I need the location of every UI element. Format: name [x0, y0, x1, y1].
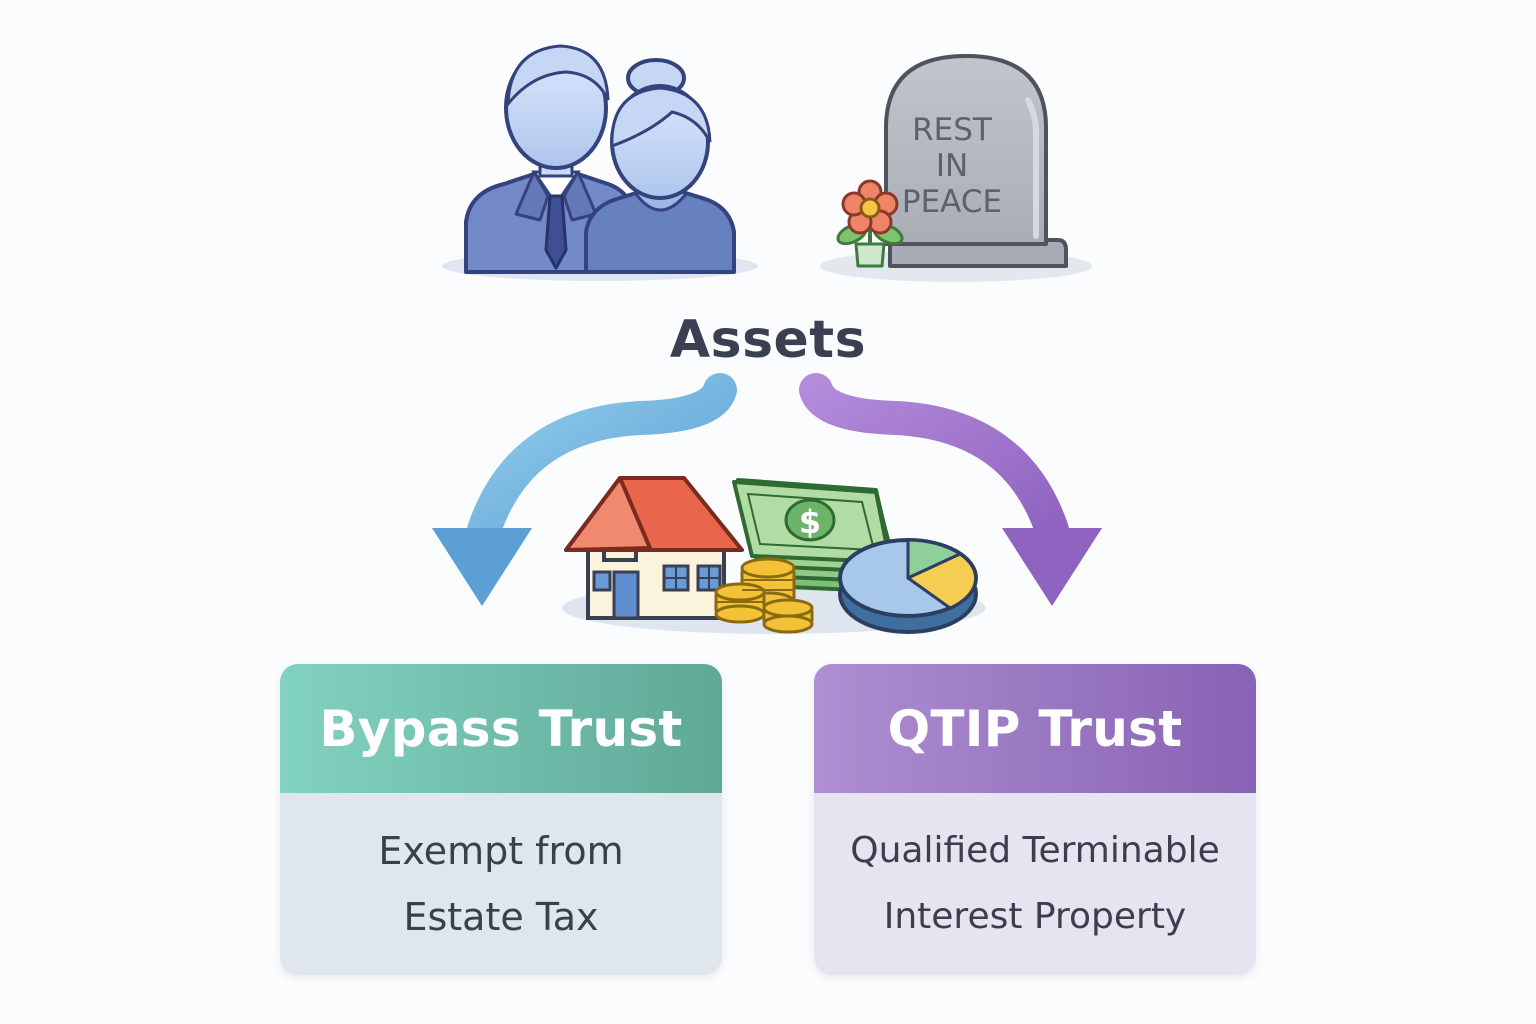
- headstone-line-1: REST: [912, 112, 993, 148]
- qtip-trust-title: QTIP Trust: [887, 699, 1183, 758]
- qtip-trust-line-2: Interest Property: [883, 896, 1187, 937]
- bypass-trust-body: Exempt from Estate Tax: [280, 793, 722, 975]
- pie-chart-icon: [838, 538, 978, 634]
- assets-title: Assets: [669, 310, 867, 370]
- qtip-trust-line-1: Qualified Terminable: [850, 830, 1220, 871]
- house-icon: [564, 476, 744, 620]
- headstone-line-3: PEACE: [902, 184, 1002, 220]
- coins-icon: [714, 557, 814, 634]
- bypass-trust-header: Bypass Trust: [280, 664, 722, 793]
- arrow-left-icon: [432, 373, 737, 606]
- couple-icon: [442, 44, 758, 281]
- cash-symbol: $: [799, 503, 821, 541]
- qtip-trust-header: QTIP Trust: [814, 664, 1256, 793]
- arrow-right-icon: [799, 373, 1102, 606]
- bypass-trust-title: Bypass Trust: [319, 699, 683, 758]
- bypass-trust-line-1: Exempt from: [378, 829, 624, 873]
- qtip-trust-card: QTIP Trust Qualified Terminable Interest…: [814, 664, 1256, 975]
- bypass-trust-line-2: Estate Tax: [403, 895, 599, 939]
- flower-icon: [836, 179, 904, 268]
- headstone-line-2: IN: [936, 148, 968, 184]
- qtip-trust-body: Qualified Terminable Interest Property: [814, 793, 1256, 975]
- bypass-trust-card: Bypass Trust Exempt from Estate Tax: [280, 664, 722, 975]
- headstone-icon: REST IN PEACE: [820, 54, 1092, 282]
